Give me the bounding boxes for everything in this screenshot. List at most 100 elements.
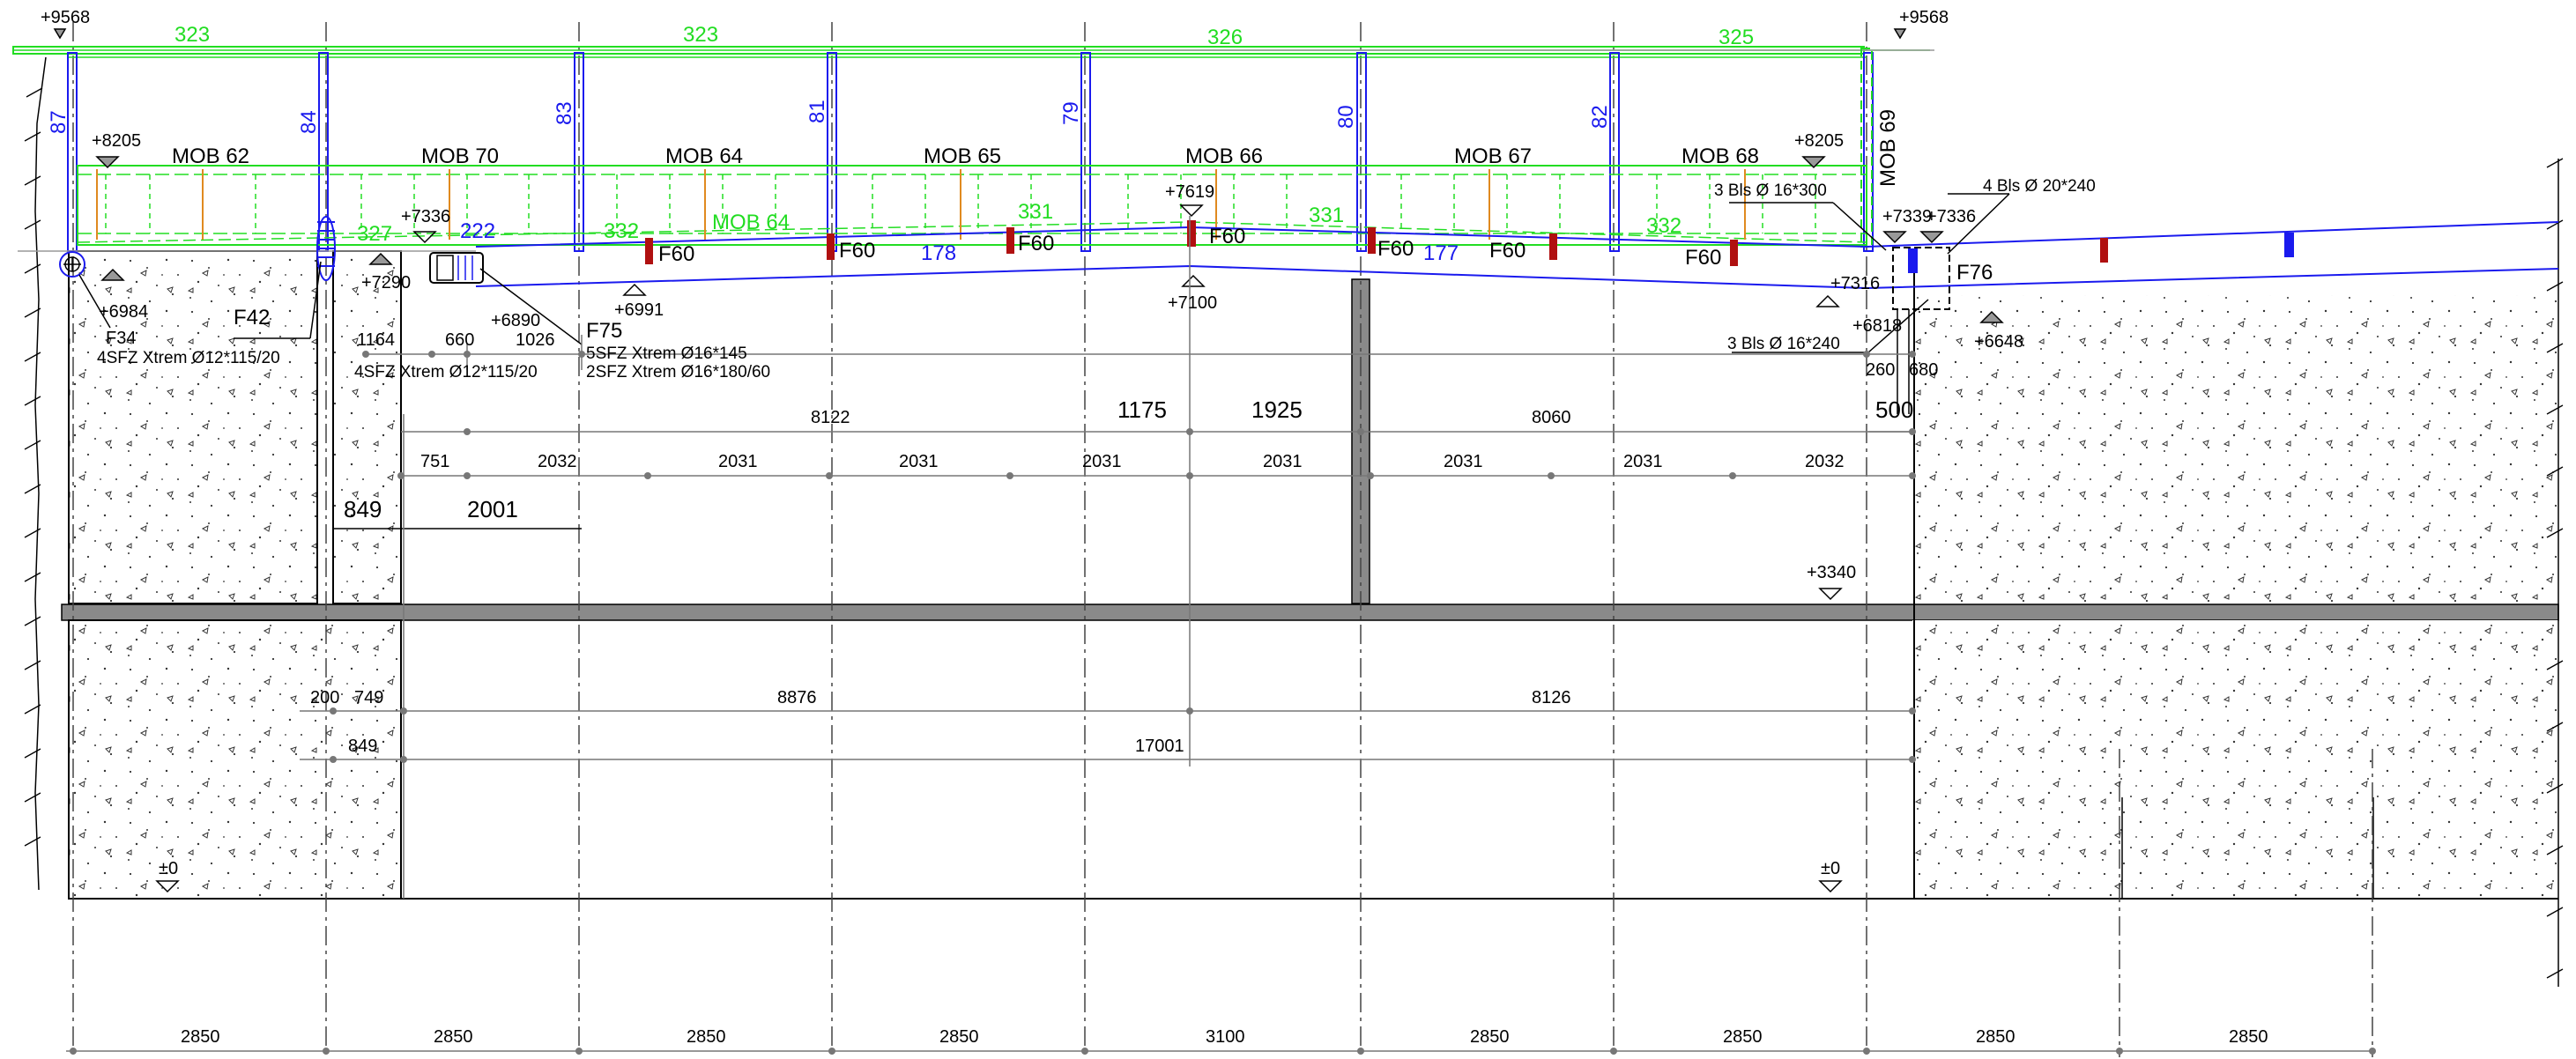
dim-8060: 8060 [1532,408,1571,427]
elevation-6890: +6890 [491,311,540,330]
ground-hatch-left [34,56,47,891]
dim-749: 749 [354,688,383,707]
elevation-7316: +7316 [1830,274,1880,293]
elevation-zero-right: ±0 [1821,859,1840,878]
blue-number-177: 177 [1423,241,1459,265]
green-number-331-right: 331 [1309,204,1344,227]
green-number-327: 327 [357,222,392,246]
triangle-marker [53,28,2004,893]
ground-hatch-marks [24,87,2564,979]
note-bls-b: 4 Bls Ø 20*240 [1983,177,2096,196]
elevation-7100: +7100 [1168,293,1217,313]
f60-label-6: F60 [1489,239,1526,263]
elevation-6984: +6984 [99,302,148,322]
post-height-2: 84 [297,110,321,134]
f60-label-4: F60 [1209,225,1245,248]
mob-label-65: MOB 65 [924,144,1001,168]
note-sfz-b: 4SFZ Xtrem Ø12*115/20 [354,363,538,381]
post-height-3: 83 [553,101,576,125]
dim-2031-c: 2031 [1082,452,1122,471]
mob-label-69: MOB 69 [1876,109,1900,187]
green-number-331-left: 331 [1018,200,1053,224]
mob64-inner-label: MOB 64 [712,211,790,234]
elevation-7619: +7619 [1165,182,1214,202]
f60-label-3: F60 [1018,232,1054,255]
post-height-1: 87 [47,110,71,134]
orange-joints [96,169,1746,240]
green-number-332-right: 332 [1646,214,1681,238]
level-markers [53,28,2004,893]
dim-849-upper: 849 [344,496,382,522]
f75-label: F75 [586,319,622,343]
note-sfz-a: 4SFZ Xtrem Ø12*115/20 [97,349,280,367]
elevation-6818: +6818 [1852,316,1902,336]
f60-label-7: F60 [1685,246,1721,270]
beam-length-3: 326 [1207,26,1243,49]
elevation-3340: +3340 [1807,563,1856,582]
beam-length-2: 323 [683,23,718,47]
elevation-7336-left: +7336 [401,207,450,226]
f76-label: F76 [1956,261,1993,285]
beam-length-1: 323 [174,23,210,47]
elevation-zero-left: ±0 [159,859,178,878]
mob-label-64: MOB 64 [665,144,743,168]
dim-8122: 8122 [811,408,850,427]
f34-label: F34 [106,329,136,348]
f60-label-2: F60 [839,239,875,263]
dimension-lines [66,216,2372,1052]
dim-660: 660 [445,330,474,350]
left-wall-inner [332,250,402,604]
mob-label-66: MOB 66 [1185,144,1263,168]
post-height-5: 79 [1059,101,1083,125]
dim-bottom-1: 2850 [181,1027,220,1047]
foundation-structure [24,56,2564,987]
dim-bottom-8: 2850 [1976,1027,2016,1047]
right-wall-upper [1912,295,2558,604]
dim-17001: 17001 [1135,737,1184,756]
elevation-mob62: +8205 [92,131,141,151]
dim-bottom-5: 3100 [1206,1027,1245,1047]
green-number-332-left: 332 [604,219,639,243]
dim-2032-right: 2032 [1805,452,1845,471]
dim-500: 500 [1875,396,1913,423]
dim-8876: 8876 [777,688,817,707]
elevation-top-left: +9568 [41,8,90,27]
dim-1925: 1925 [1251,396,1303,423]
elevation-7336-right: +7336 [1926,207,1976,226]
floor-slab [61,604,2559,621]
dimension-ticks [70,351,2376,1055]
post-height-4: 81 [805,100,829,123]
elevation-6991: +6991 [614,300,664,320]
dim-bottom-9: 2850 [2229,1027,2268,1047]
dim-bottom-3: 2850 [687,1027,726,1047]
dim-260: 260 [1866,360,1895,380]
connection-details [59,193,2010,414]
dim-8126: 8126 [1532,688,1571,707]
grid-axes [72,22,2373,1057]
left-wall-upper [68,250,318,604]
dim-200: 200 [310,688,339,707]
post-height-6: 80 [1334,105,1358,129]
dim-2031-d: 2031 [1263,452,1303,471]
mob-label-67: MOB 67 [1454,144,1532,168]
elevation-7339: +7339 [1882,207,1932,226]
elevation-6648: +6648 [1974,332,2023,352]
right-wall-lower [1912,620,2558,899]
elevation-7290: +7290 [361,273,411,293]
beam-length-4: 325 [1719,26,1754,49]
dim-2031-a: 2031 [718,452,758,471]
dim-2032-left: 2032 [538,452,577,471]
dim-bottom-6: 2850 [1470,1027,1510,1047]
f42-label: F42 [234,306,270,330]
top-beam [12,46,1934,58]
dim-bottom-2: 2850 [434,1027,473,1047]
mob-label-70: MOB 70 [421,144,499,168]
note-sfz-c: 5SFZ Xtrem Ø16*145 [586,344,747,363]
elevation-mob68: +8205 [1794,131,1844,151]
dim-849-lower: 849 [348,737,377,756]
blue-number-178: 178 [921,241,956,265]
dim-1164: 1164 [357,330,395,350]
elevation-top-right: +9568 [1899,8,1949,27]
dim-2001: 2001 [467,496,518,522]
